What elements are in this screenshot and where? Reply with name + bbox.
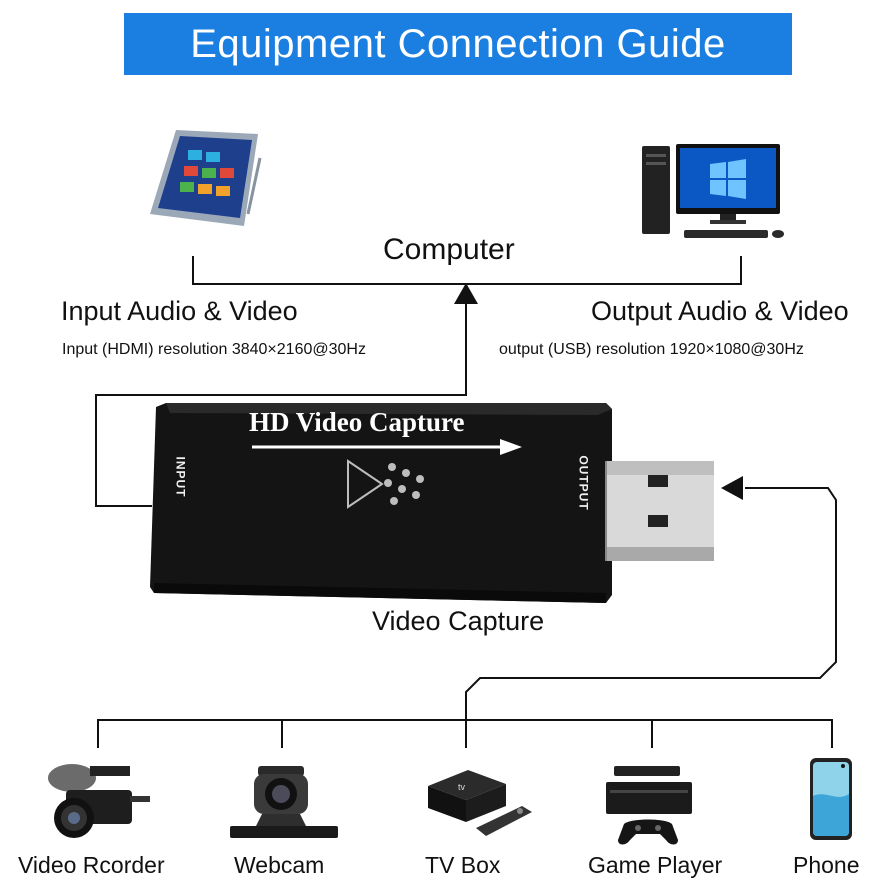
computer-bracket-line xyxy=(192,256,742,285)
left-arrow xyxy=(721,476,743,500)
sources-to-output-line xyxy=(465,487,837,748)
capture-dongle xyxy=(150,403,714,603)
page-title: Equipment Connection Guide xyxy=(190,21,726,66)
source-label-tv-box: TV Box xyxy=(425,852,501,878)
logo-dots-icon xyxy=(384,463,424,505)
source-label-camcorder: Video Rcorder xyxy=(18,852,165,878)
input-title: Input Audio & Video xyxy=(61,296,298,326)
output-port-label: OUTPUT xyxy=(576,455,591,511)
tablet-icon xyxy=(150,130,262,226)
camcorder-icon xyxy=(48,764,150,838)
up-arrow xyxy=(454,283,478,304)
input-port-label: INPUT xyxy=(173,456,188,498)
source-label-webcam: Webcam xyxy=(234,852,325,878)
title-banner: Equipment Connection Guide xyxy=(124,13,792,75)
game-console-icon xyxy=(606,766,692,845)
dongle-title: HD Video Capture xyxy=(249,407,465,437)
webcam-icon xyxy=(230,766,338,838)
input-detail: Input (HDMI) resolution 3840×2160@30Hz xyxy=(62,341,366,358)
desktop-pc-icon xyxy=(642,144,784,238)
computer-label: Computer xyxy=(383,233,515,266)
output-detail: output (USB) resolution 1920×1080@30Hz xyxy=(499,341,804,358)
input-to-computer-line xyxy=(95,296,467,507)
video-capture-label: Video Capture xyxy=(372,606,545,636)
tv-box-icon: tv xyxy=(428,770,532,836)
svg-text:tv: tv xyxy=(458,782,466,792)
phone-icon xyxy=(810,758,852,840)
source-label-phone: Phone xyxy=(793,852,860,878)
logo-triangle-icon xyxy=(347,459,384,509)
source-label-game-player: Game Player xyxy=(588,852,723,878)
output-title: Output Audio & Video xyxy=(591,296,849,326)
